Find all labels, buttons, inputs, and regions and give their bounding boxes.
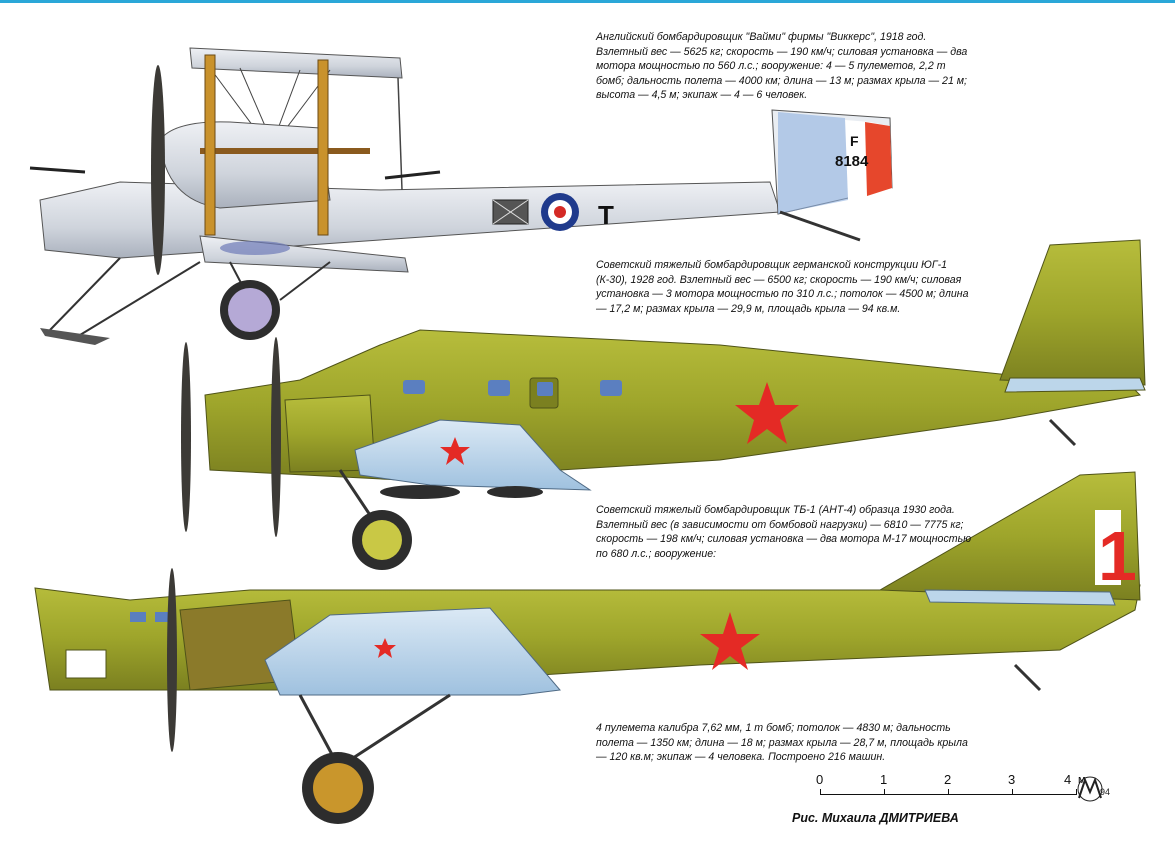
scale-tick xyxy=(1076,789,1077,795)
artist-monogram-icon xyxy=(1077,776,1103,802)
tb1-tail-number: 1 xyxy=(1098,517,1137,595)
scale-tick xyxy=(884,789,885,795)
scale-tick xyxy=(820,789,821,795)
caption-vimy: Английский бомбардировщик "Вайми" фирмы … xyxy=(596,30,974,103)
caption-ug1: Советский тяжелый бомбардировщик германс… xyxy=(596,258,974,316)
caption-tb1-part2-text: 4 пулемета калибра 7,62 мм, 1 т бомб; по… xyxy=(596,722,968,764)
red-star-icon xyxy=(735,382,799,444)
scale-label: 0 xyxy=(816,772,824,787)
caption-tb1-part1: Советский тяжелый бомбардировщик ТБ-1 (А… xyxy=(596,503,974,561)
caption-tb1-part2: 4 пулемета калибра 7,62 мм, 1 т бомб; по… xyxy=(596,721,974,765)
scale-label: 3 xyxy=(1008,772,1016,787)
scale-label: 1 xyxy=(880,772,888,787)
illustration-credit: Рис. Михаила ДМИТРИЕВА xyxy=(792,811,959,825)
scale-tick xyxy=(948,789,949,795)
red-star-icon xyxy=(374,638,396,658)
vimy-tail-letter: F xyxy=(850,133,859,149)
caption-ug1-text: Советский тяжелый бомбардировщик германс… xyxy=(596,259,969,315)
scale-tick xyxy=(1012,789,1013,795)
scale-label: 2 xyxy=(944,772,952,787)
red-star-icon xyxy=(440,437,470,465)
red-star-icon xyxy=(700,612,760,670)
signature-year: 94 xyxy=(1100,787,1111,797)
caption-vimy-text: Английский бомбардировщик "Вайми" фирмы … xyxy=(596,31,968,102)
scale-label: 4 xyxy=(1064,772,1072,787)
tb1-aircraft: 1 xyxy=(34,471,1141,824)
ug1-aircraft xyxy=(181,239,1146,570)
vimy-tail-number: 8184 xyxy=(835,153,869,170)
raf-roundel-icon xyxy=(541,193,579,231)
caption-tb1-part1-text: Советский тяжелый бомбардировщик ТБ-1 (А… xyxy=(596,504,972,560)
vimy-aircraft: T F 8184 xyxy=(29,47,893,345)
vimy-fuselage-letter: T xyxy=(598,200,614,230)
scale-bar: 0 1 2 3 4 м xyxy=(812,772,1102,802)
